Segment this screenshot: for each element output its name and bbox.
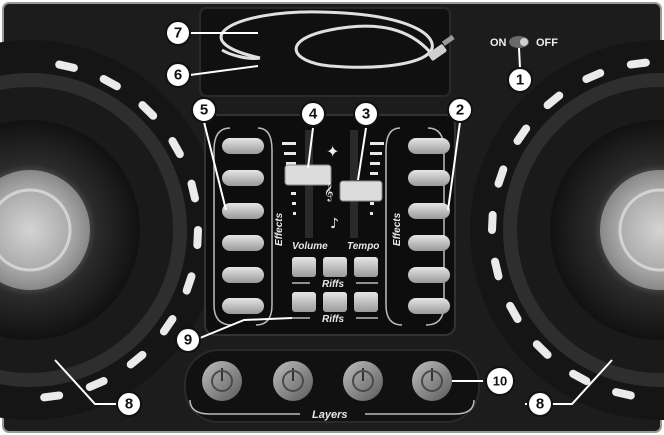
- effect-button[interactable]: [222, 138, 264, 154]
- svg-text:9: 9: [184, 332, 192, 349]
- callout-7: 7: [165, 20, 191, 46]
- callout-4: 4: [300, 101, 326, 127]
- callout-markers: 1 2 3 4 5 6 7 8 8 9 10: [116, 20, 553, 417]
- callout-9: 9: [175, 327, 201, 353]
- light-ring-segment: [126, 350, 147, 369]
- treble-clef-icon: 𝄞: [324, 182, 333, 202]
- layer-knobs: [202, 361, 452, 401]
- callout-2: 2: [447, 97, 473, 123]
- light-ring-segment: [182, 272, 196, 295]
- svg-text:2: 2: [456, 102, 464, 119]
- svg-text:6: 6: [174, 67, 182, 84]
- callout-8-right: 8: [527, 391, 553, 417]
- layers-strip: [184, 349, 480, 423]
- riff-button[interactable]: [354, 257, 378, 277]
- effect-button[interactable]: [222, 298, 264, 314]
- callout-6: 6: [165, 62, 191, 88]
- effect-button[interactable]: [408, 203, 450, 219]
- svg-text:7: 7: [174, 25, 182, 42]
- svg-text:4: 4: [309, 106, 318, 123]
- light-ring-segment: [513, 124, 531, 145]
- music-note-icon: ♪: [330, 216, 339, 232]
- effect-button[interactable]: [408, 298, 450, 314]
- callout-8-left: 8: [116, 391, 142, 417]
- effect-button[interactable]: [408, 235, 450, 251]
- layer-knob[interactable]: [343, 361, 383, 401]
- light-ring-segment: [488, 210, 497, 234]
- effect-button[interactable]: [408, 267, 450, 283]
- effect-button[interactable]: [222, 203, 264, 219]
- tempo-slider[interactable]: [339, 180, 383, 202]
- light-ring-segment: [490, 257, 503, 281]
- effect-button[interactable]: [222, 235, 264, 251]
- svg-text:8: 8: [536, 396, 544, 413]
- light-ring-segment: [569, 369, 591, 385]
- riff-button[interactable]: [354, 292, 378, 312]
- light-ring-segment: [159, 315, 177, 336]
- svg-text:10: 10: [493, 374, 507, 389]
- light-ring-segment: [99, 75, 121, 91]
- right-light-ring: [488, 58, 650, 400]
- layer-knob[interactable]: [273, 361, 313, 401]
- riffs-buttons-bottom: [292, 292, 378, 312]
- power-switch[interactable]: [509, 36, 529, 48]
- callout-3: 3: [353, 101, 379, 127]
- riffs-top-label: Riffs: [322, 279, 344, 290]
- on-label: ON: [490, 37, 507, 49]
- audio-cable: [219, 10, 434, 69]
- svg-text:1: 1: [516, 72, 524, 89]
- layer-knob[interactable]: [202, 361, 242, 401]
- light-ring-segment: [187, 179, 200, 203]
- tempo-label: Tempo: [347, 241, 379, 252]
- effects-left-label: Effects: [274, 212, 285, 246]
- light-ring-segment: [55, 60, 78, 72]
- callout-1: 1: [507, 67, 533, 93]
- riffs-buttons-top: [292, 257, 378, 277]
- riff-button[interactable]: [292, 257, 316, 277]
- layers-label: Layers: [312, 409, 347, 421]
- light-ring-segment: [138, 101, 158, 120]
- right-effects-buttons: [408, 138, 450, 314]
- audio-jack: [428, 34, 455, 61]
- light-ring-segment: [543, 91, 564, 110]
- left-turntable[interactable]: [0, 40, 220, 420]
- effect-button[interactable]: [408, 170, 450, 186]
- volume-label: Volume: [292, 241, 328, 252]
- effect-button[interactable]: [222, 267, 264, 283]
- light-ring-segment: [193, 226, 202, 250]
- light-ring-segment: [168, 136, 184, 159]
- effects-right-label: Effects: [392, 212, 403, 246]
- riff-button[interactable]: [323, 292, 347, 312]
- riff-button[interactable]: [323, 257, 347, 277]
- svg-text:5: 5: [200, 102, 208, 119]
- svg-text:3: 3: [362, 106, 370, 123]
- control-panel: [204, 114, 456, 336]
- effect-button[interactable]: [408, 138, 450, 154]
- callout-5: 5: [191, 97, 217, 123]
- callout-10: 10: [485, 366, 515, 396]
- light-ring-segment: [532, 340, 552, 359]
- effect-button[interactable]: [222, 170, 264, 186]
- riffs-bottom-label: Riffs: [322, 314, 344, 325]
- off-label: OFF: [536, 37, 558, 49]
- light-ring-segment: [612, 388, 635, 400]
- light-ring-segment: [40, 391, 64, 402]
- light-ring-segment: [506, 301, 522, 324]
- layer-knob[interactable]: [412, 361, 452, 401]
- svg-text:8: 8: [125, 396, 133, 413]
- sparkle-icon: ✦: [326, 142, 339, 161]
- light-ring-segment: [626, 58, 650, 69]
- light-ring-segment: [494, 165, 508, 188]
- cable-compartment: [199, 7, 451, 97]
- left-effects-buttons: [222, 138, 264, 314]
- light-ring-segment: [85, 376, 108, 392]
- left-light-ring: [40, 60, 202, 402]
- light-ring-segment: [582, 68, 605, 84]
- riff-button[interactable]: [292, 292, 316, 312]
